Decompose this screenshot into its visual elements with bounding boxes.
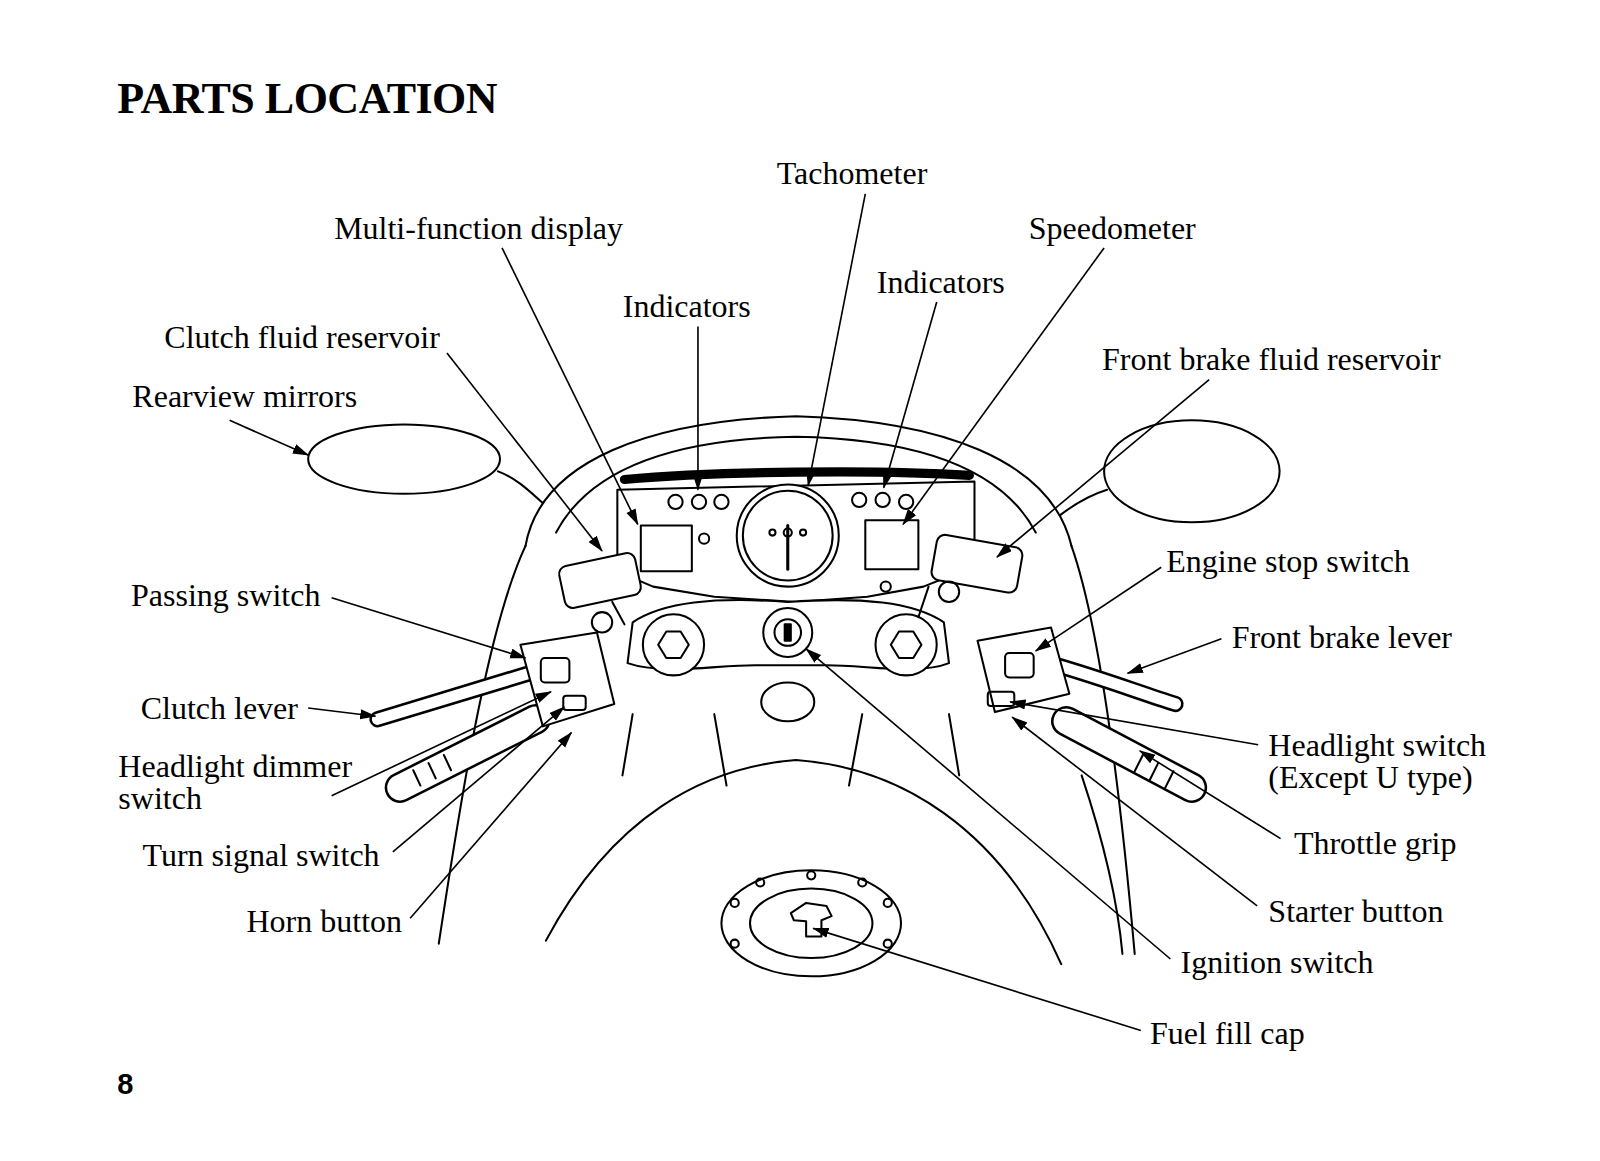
leader-line (697, 326, 699, 489)
cap-bolt (756, 878, 764, 886)
page-number: 8 (117, 1069, 133, 1098)
part-label: Clutch fluid reservoir (164, 321, 439, 353)
knob (881, 582, 891, 592)
fork-bolt (891, 632, 922, 659)
left-switch-housing (520, 633, 614, 727)
bar-end (939, 582, 959, 602)
leader-line (308, 708, 375, 716)
indicator-lamp (692, 495, 706, 509)
fork-cap (876, 614, 937, 675)
leader-line (1140, 751, 1281, 839)
fairing-line (1082, 775, 1123, 954)
cap-bolt (731, 940, 739, 948)
switch-shape (988, 692, 1015, 706)
indicator-lamp (668, 495, 682, 509)
leader-line (1010, 702, 1258, 745)
cap-bolt (884, 899, 892, 907)
leader-line (884, 302, 937, 488)
cluster-band (624, 472, 969, 480)
brake-reservoir (930, 534, 1023, 594)
part-label: Starter button (1268, 895, 1443, 927)
part-label: Front brake lever (1232, 621, 1452, 653)
grip-groove (413, 755, 451, 786)
hose (918, 587, 928, 618)
part-label: Clutch lever (141, 692, 298, 724)
dial-dot (800, 529, 806, 535)
ignition-lock (774, 619, 801, 646)
part-label: Turn signal switch (143, 839, 380, 871)
part-label: Headlight switch (Except U type) (1268, 729, 1518, 793)
part-label: Engine stop switch (1166, 545, 1410, 577)
leader-line (447, 353, 602, 551)
clutch-reservoir (558, 551, 643, 609)
passing-switch-shape (541, 658, 570, 682)
right-switch-housing (978, 627, 1070, 712)
right-mirror (1104, 420, 1280, 522)
cap-bolt (884, 940, 892, 948)
part-label: Front brake fluid reservoir (1102, 343, 1441, 375)
part-label: Headlight dimmer switch (118, 750, 363, 814)
cap-bolt (807, 871, 815, 879)
part-label: Speedometer (1029, 212, 1196, 244)
indicator-lamp (876, 493, 890, 507)
leader-line (230, 420, 309, 455)
part-label: Fuel fill cap (1150, 1017, 1305, 1049)
part-label: Throttle grip (1294, 827, 1457, 859)
fuel-cap-ring (721, 870, 901, 976)
mirror-stalk (1056, 490, 1107, 519)
part-label: Indicators (623, 290, 751, 322)
needle-hub (784, 528, 792, 536)
leader-line (410, 733, 571, 919)
right-display (865, 520, 918, 569)
tachometer-rim (743, 491, 833, 581)
hose (612, 602, 624, 624)
part-label: Rearview mirrors (132, 380, 357, 412)
leader-line (332, 692, 551, 796)
fork-cap (643, 614, 704, 675)
leader-line (1036, 567, 1162, 651)
brake-lever (1056, 665, 1175, 704)
leader-line (393, 707, 564, 852)
fuel-cap (750, 889, 872, 958)
brake-lever-fill (1056, 665, 1175, 704)
stem-nut (761, 683, 814, 722)
leader-line (997, 380, 1209, 558)
tachometer-dial (737, 485, 839, 587)
throttle-grip-shape (1066, 721, 1192, 787)
indicator-lamp (714, 495, 728, 509)
key-slot (785, 624, 791, 640)
part-label: Indicators (877, 266, 1005, 298)
part-label: Passing switch (131, 579, 320, 611)
leader-line (1128, 639, 1222, 674)
part-label: Ignition switch (1181, 946, 1374, 978)
indicator-lamp (852, 493, 866, 507)
fork-bolt (658, 632, 689, 659)
needle (786, 525, 789, 569)
leader-line (806, 649, 1170, 959)
leader-line (813, 928, 1141, 1030)
leader-line (808, 194, 865, 486)
ignition-body (763, 608, 812, 657)
engine-stop-shape (1005, 653, 1034, 677)
left-mirror (308, 424, 500, 493)
cap-bolt (858, 878, 866, 886)
bar-end (592, 612, 612, 632)
knob (699, 534, 709, 544)
cap-bolt (731, 899, 739, 907)
leader-line (1012, 717, 1257, 906)
frame-line (622, 714, 959, 785)
page-title: PARTS LOCATION (117, 77, 497, 121)
throttle-grip-fill (1066, 721, 1192, 787)
part-label: Multi-function display (334, 212, 623, 244)
part-label: Horn button (246, 905, 402, 937)
indicator-lamp (899, 495, 913, 509)
part-label: Tachometer (777, 157, 928, 189)
switch-shape (563, 696, 585, 710)
left-display (641, 525, 692, 571)
leader-line (332, 598, 526, 658)
dial-dot (769, 529, 775, 535)
leader-line (502, 248, 638, 524)
